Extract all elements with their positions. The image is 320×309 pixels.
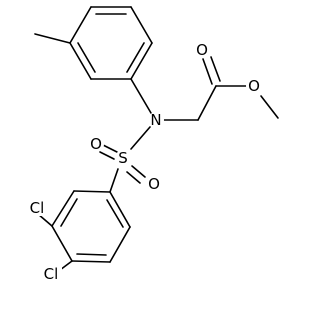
atom-label-sulfonyl-oxygen-right: O (148, 175, 160, 193)
bond-d6-d1 (109, 191, 131, 228)
bond-c4-c5-inner (77, 42, 96, 73)
atom-label-sulfonyl-oxygen-left: O (90, 135, 102, 153)
atom-sulfonyl-oxygen-left: O (88, 135, 104, 153)
atom-nitrogen: N (148, 111, 164, 129)
bond-d4-d5 (71, 260, 111, 263)
atom-label-nitrogen: N (150, 111, 161, 129)
bond-carbonyl-o-double-1 (202, 58, 213, 85)
bond-d5-d6 (109, 226, 131, 263)
bond-d4-d5-inner (76, 253, 107, 256)
atom-label-chlorine-lower: Cl (44, 265, 59, 283)
bond-ring-n (130, 78, 152, 114)
atom-label-carbonyl-oxygen: O (196, 41, 208, 59)
tolyl-ring-bonds (34, 6, 153, 114)
atom-chlorine-lower: Cl (40, 265, 62, 283)
atom-label-chlorine-upper: Cl (30, 199, 45, 217)
bond-d2-d3 (51, 190, 75, 227)
atom-carbonyl-oxygen: O (194, 41, 210, 59)
bond-carbonyl-o-double-2 (210, 56, 221, 82)
bond-c4-c5 (69, 42, 92, 80)
bond-methyl (34, 33, 71, 44)
atom-ester-oxygen: O (246, 77, 262, 95)
bond-s-o-right-2 (126, 171, 141, 184)
bond-d2-d3-inner (60, 198, 78, 227)
bond-s-ring (109, 168, 119, 193)
bond-c6-c1-inner (126, 42, 145, 73)
atom-label-ester-oxygen: O (248, 77, 260, 95)
atom-chlorine-upper: Cl (26, 199, 48, 217)
sulfonyl-bonds (99, 126, 151, 193)
bond-ester-o-methyl (260, 95, 279, 119)
bond-c1-c2 (130, 6, 153, 44)
dichlorophenyl-ring-bonds (37, 190, 131, 274)
bond-c6-c1 (130, 42, 153, 80)
bond-ch2-carbonyl (197, 85, 217, 121)
bond-s-o-right-1 (131, 165, 146, 178)
atom-label-sulfur: S (118, 149, 128, 167)
ester-chain-bonds (161, 56, 279, 121)
chemical-structure-diagram: N S O O O O Cl Cl (26, 6, 279, 283)
atom-sulfonyl-oxygen-right: O (146, 175, 162, 193)
bond-s-o-left-2 (99, 151, 115, 160)
bond-s-o-left-1 (102, 144, 118, 153)
bond-d6-d1-inner (106, 199, 124, 228)
bond-d1-d2 (73, 190, 111, 193)
bond-d3-d4 (51, 225, 73, 262)
bond-n-s (130, 126, 151, 150)
bond-c3-c4 (69, 6, 92, 44)
atom-sulfur: S (115, 149, 131, 167)
